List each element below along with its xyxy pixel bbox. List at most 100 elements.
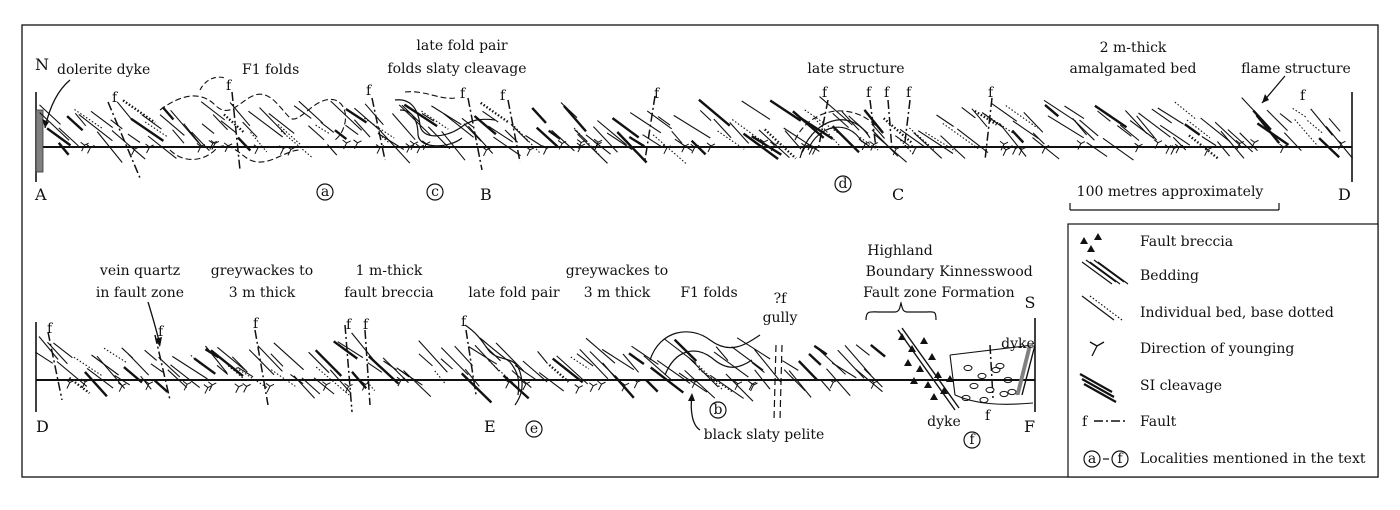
- bedding-stroke: [351, 371, 368, 390]
- label-end-e: E: [484, 417, 496, 436]
- bedding-stroke: [1064, 105, 1085, 120]
- bedding-stroke: [751, 361, 765, 373]
- label-end-b: B: [480, 185, 492, 204]
- label-flame-structure: flame structure: [1241, 61, 1351, 77]
- younging-mark: [1235, 140, 1245, 150]
- younging-mark: [620, 381, 630, 392]
- bedding-stroke: [984, 114, 1014, 134]
- bedding-stroke: [628, 135, 646, 148]
- bedding-stroke: [841, 111, 860, 131]
- locality-marker-d: d: [834, 175, 852, 193]
- svg-text:f: f: [366, 83, 373, 99]
- bedding-stroke: [205, 345, 228, 374]
- bedding-stroke: [1129, 120, 1155, 139]
- bedding-stroke: [1279, 113, 1292, 124]
- bedding-stroke: [616, 131, 648, 164]
- label-end-d-bottom: D: [36, 417, 49, 436]
- legend: Fault breccia Bedding Individual bed, ba…: [1067, 223, 1379, 478]
- pebble: [1003, 376, 1013, 384]
- younging-mark: [130, 145, 139, 156]
- bedding-stroke: [537, 351, 548, 364]
- bedding-stroke: [111, 130, 146, 160]
- locality-marker-a: a: [316, 183, 334, 201]
- label-boundary: Boundary: [866, 264, 935, 280]
- younging-mark: [1153, 139, 1163, 149]
- bedding-stroke: [223, 113, 245, 133]
- bedding-stroke: [871, 123, 886, 139]
- late-fold-pair-bottom-2: [479, 337, 520, 396]
- bedding-stroke: [250, 131, 268, 153]
- label-fault-breccia: fault breccia: [344, 285, 434, 301]
- bedding-stroke: [229, 102, 251, 127]
- bedding-stroke: [401, 104, 420, 123]
- bedding-stroke: [270, 369, 296, 387]
- bedding-stroke: [800, 117, 834, 140]
- younging-mark: [234, 383, 243, 393]
- late-fold-pair-top-3: [404, 91, 456, 99]
- bedding-stroke: [116, 101, 132, 120]
- bedding-stroke: [899, 128, 926, 148]
- bedding-stroke: [418, 353, 433, 367]
- bedding-stroke: [216, 364, 229, 375]
- bedding-stroke: [127, 353, 150, 376]
- svg-text:100 metres approximately: 100 metres approximately: [1077, 184, 1264, 200]
- label-gully: gully: [763, 310, 798, 326]
- label-f1-folds-bottom: F1 folds: [680, 285, 737, 301]
- bedding-stroke: [90, 110, 114, 129]
- label-3m-thick-b: 3 m thick: [584, 285, 651, 301]
- bedding-stroke: [579, 349, 609, 380]
- bedding-stroke: [769, 99, 802, 122]
- bedding-stroke: [1318, 137, 1341, 159]
- bedding-stroke: [792, 110, 825, 139]
- bedding-stroke: [364, 378, 376, 391]
- flame-structure-arrowhead: [1262, 94, 1269, 103]
- younging-mark: [1076, 140, 1086, 150]
- bedding-stroke: [74, 112, 87, 127]
- bedding-stroke: [167, 369, 188, 388]
- bedding-stroke: [418, 340, 448, 373]
- younging-mark: [210, 140, 220, 150]
- svg-text:f: f: [363, 317, 370, 333]
- younging-mark: [80, 141, 89, 152]
- bedding-stroke: [268, 112, 295, 134]
- bedding-stroke: [754, 369, 771, 390]
- bedding-stroke: [367, 362, 383, 373]
- bedding-stroke: [293, 375, 316, 399]
- legend-fault-label: Fault: [1140, 414, 1177, 430]
- bedding-stroke: [673, 114, 711, 139]
- bedding-stroke: [577, 133, 608, 164]
- bedding-stroke: [698, 98, 731, 127]
- younging-mark: [869, 141, 878, 151]
- bedding-stroke: [127, 133, 141, 143]
- younging-mark: [242, 382, 251, 393]
- younging-mark: [1337, 139, 1346, 150]
- bedding-stroke: [742, 132, 779, 160]
- younging-mark: [999, 140, 1009, 151]
- label-greywackes-a: greywackes to: [211, 263, 313, 279]
- breccia-triangle: [924, 381, 932, 388]
- younging-mark: [223, 142, 233, 153]
- bedding-stroke: [715, 346, 729, 361]
- svg-text:f: f: [985, 408, 992, 424]
- bedding-stroke: [320, 121, 335, 133]
- f1-fold-bottom-1: [649, 331, 761, 361]
- bedding-stroke: [1184, 123, 1201, 136]
- bedding-stroke: [191, 131, 210, 151]
- svg-text:f: f: [884, 85, 891, 101]
- bedding-stroke: [1307, 120, 1324, 135]
- label-formation: Formation: [941, 285, 1014, 301]
- pebble: [979, 396, 989, 404]
- bedding-stroke: [784, 130, 802, 150]
- bedding-stroke: [201, 123, 215, 135]
- bedding-stroke: [859, 136, 879, 151]
- legend-localities-label: Localities mentioned in the text: [1140, 451, 1366, 467]
- breccia-triangle: [928, 353, 936, 360]
- younging-mark: [680, 142, 690, 153]
- bedding-stroke: [956, 128, 989, 154]
- bedding-stroke: [122, 99, 156, 124]
- bedding-stroke: [678, 372, 708, 393]
- svg-text:b: b: [714, 402, 723, 418]
- legend-younging-label: Direction of younging: [1140, 341, 1294, 357]
- bottom-faults: [47, 324, 994, 413]
